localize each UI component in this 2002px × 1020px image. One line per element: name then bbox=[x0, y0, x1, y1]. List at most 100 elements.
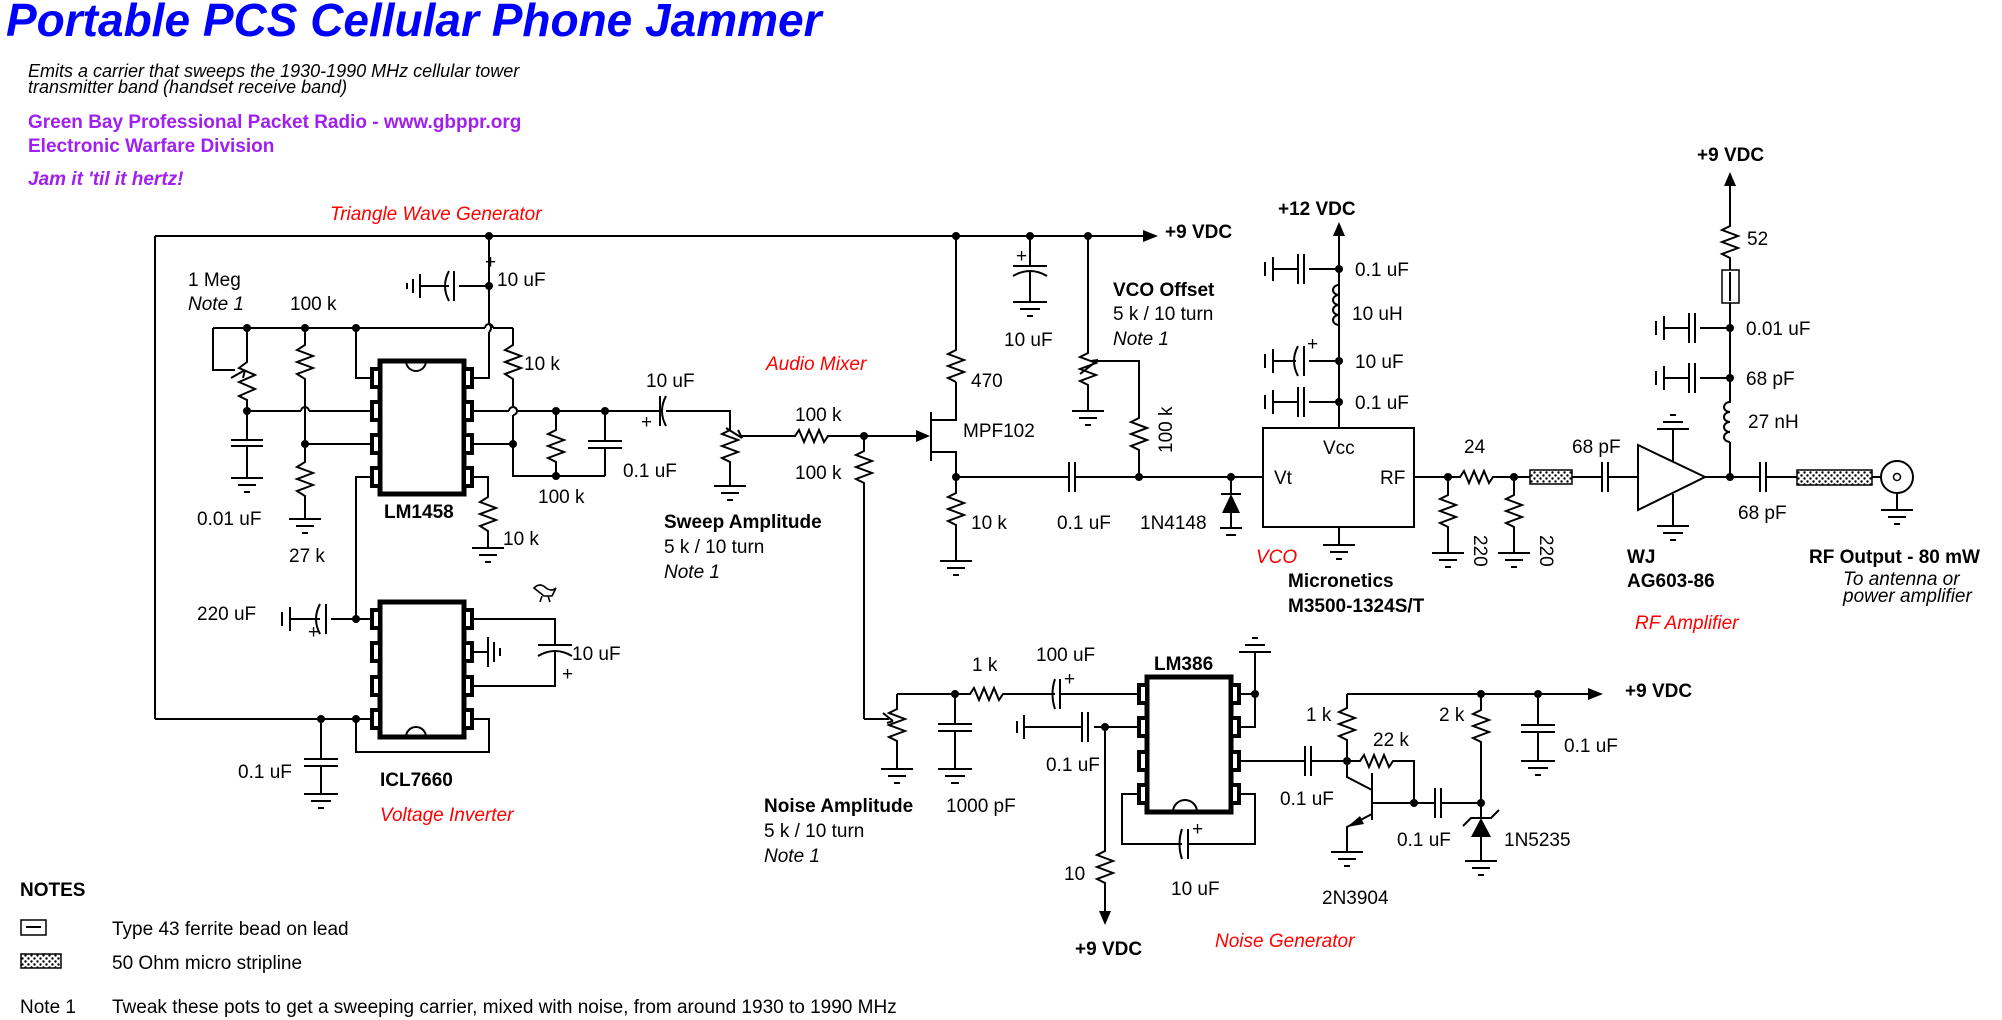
label-vco-l1: 10 uH bbox=[1352, 304, 1403, 325]
vco-offset-title: VCO Offset bbox=[1113, 280, 1215, 301]
supply-label-9v-lm386: +9 VDC bbox=[1075, 939, 1142, 960]
label-c-100uf: 100 uF bbox=[1036, 645, 1095, 666]
noise-amplitude-title: Noise Amplitude bbox=[764, 796, 913, 817]
supply-label-9v-top: +9 VDC bbox=[1165, 222, 1232, 243]
section-triangle-wave-generator: Triangle Wave Generator bbox=[330, 204, 542, 225]
diode-1n4148-label: 1N4148 bbox=[1140, 513, 1207, 534]
ic-lm386-label: LM386 bbox=[1154, 654, 1213, 675]
stripline-2 bbox=[1796, 469, 1873, 486]
note-ferrite-desc: Type 43 ferrite bead on lead bbox=[112, 919, 349, 940]
notes-heading: NOTES bbox=[20, 880, 85, 901]
vco-offset-note: Note 1 bbox=[1113, 329, 1169, 350]
svg-text:+: + bbox=[1064, 669, 1075, 690]
noise-generator: + + bbox=[864, 637, 1603, 925]
note-stripline-desc: 50 Ohm micro stripline bbox=[112, 953, 302, 974]
label-c-01uf-zener: 0.1 uF bbox=[1397, 830, 1451, 851]
slogan: Jam it 'til it hertz! bbox=[28, 169, 183, 190]
ic-icl7660-label: ICL7660 bbox=[380, 770, 453, 791]
division-name: Electronic Warfare Division bbox=[28, 136, 274, 157]
label-r-220-b: 220 bbox=[1535, 535, 1556, 567]
label-pot-1meg: 1 Meg bbox=[188, 270, 241, 291]
label-r-24: 24 bbox=[1464, 437, 1486, 458]
rail-9v-top bbox=[154, 230, 1158, 719]
label-c-001uf-bias: 0.01 uF bbox=[1746, 319, 1810, 340]
label-c-68pf-out: 68 pF bbox=[1738, 503, 1787, 524]
vco-offset-spec: 5 k / 10 turn bbox=[1113, 304, 1213, 325]
sweep-amplitude-spec: 5 k / 10 turn bbox=[664, 537, 764, 558]
supply-label-12v: +12 VDC bbox=[1278, 199, 1356, 220]
label-c-01uf-out: 0.1 uF bbox=[1057, 513, 1111, 534]
svg-text:+: + bbox=[1307, 334, 1318, 355]
ic-lm1458-label: LM1458 bbox=[384, 502, 454, 523]
label-r-100k-series: 100 k bbox=[795, 405, 842, 426]
label-pot-1meg-note: Note 1 bbox=[188, 294, 244, 315]
label-r-10k-source: 10 k bbox=[971, 513, 1007, 534]
rf-output-sub2: power amplifier bbox=[1842, 586, 1972, 607]
vco-pin-vt: Vt bbox=[1274, 468, 1293, 489]
label-r-22k: 22 k bbox=[1373, 730, 1409, 751]
section-noise-generator: Noise Generator bbox=[1215, 931, 1355, 952]
bird-doodle-icon bbox=[532, 584, 557, 603]
rf-output-title: RF Output - 80 mW bbox=[1809, 547, 1980, 568]
transistor-2n3904-label: 2N3904 bbox=[1322, 888, 1389, 909]
rf-amp-maker: WJ bbox=[1627, 547, 1656, 568]
rf-amplifier bbox=[1637, 172, 1914, 541]
supply-label-9v-noise: +9 VDC bbox=[1625, 681, 1692, 702]
stripline-legend-icon bbox=[20, 953, 62, 969]
section-audio-mixer: Audio Mixer bbox=[765, 354, 867, 375]
label-r-100k-bot: 100 k bbox=[538, 487, 585, 508]
vco-pin-rf: RF bbox=[1380, 468, 1405, 489]
label-vco-c2: 10 uF bbox=[1355, 352, 1404, 373]
label-r-27k: 27 k bbox=[289, 546, 325, 567]
label-c-10uf-couple: 10 uF bbox=[646, 371, 695, 392]
label-c-68pf-bias: 68 pF bbox=[1746, 369, 1795, 390]
label-c-68pf-in: 68 pF bbox=[1572, 437, 1621, 458]
rf-amp-part-number: AG603-86 bbox=[1627, 571, 1715, 592]
label-vco-c1: 0.1 uF bbox=[1355, 260, 1409, 281]
stripline-1 bbox=[1529, 469, 1573, 485]
label-c-10uf-pump: 10 uF bbox=[572, 644, 621, 665]
label-r-100k-offset: 100 k bbox=[1156, 406, 1177, 453]
vco-module: + bbox=[1262, 222, 1638, 568]
sweep-amplitude-title: Sweep Amplitude bbox=[664, 512, 822, 533]
label-r-10: 10 bbox=[1064, 864, 1085, 885]
section-rf-amplifier: RF Amplifier bbox=[1635, 613, 1739, 634]
section-voltage-inverter: Voltage Inverter bbox=[380, 805, 514, 826]
label-l-27nh: 27 nH bbox=[1748, 412, 1799, 433]
svg-text:+: + bbox=[308, 622, 319, 643]
sweep-amplitude-note: Note 1 bbox=[664, 562, 720, 583]
label-r-52: 52 bbox=[1747, 229, 1768, 250]
section-vco: VCO bbox=[1256, 547, 1297, 568]
label-r-2k: 2 k bbox=[1439, 705, 1465, 726]
label-r-10k-gnd: 10 k bbox=[503, 529, 539, 550]
label-r-100k-top: 100 k bbox=[290, 294, 337, 315]
label-r-470: 470 bbox=[971, 371, 1003, 392]
label-r-100k-shunt: 100 k bbox=[795, 463, 842, 484]
label-r-1k-noise: 1 k bbox=[972, 655, 998, 676]
label-c-220uf: 220 uF bbox=[197, 604, 256, 625]
page-title: Portable PCS Cellular Phone Jammer bbox=[6, 0, 824, 46]
label-c-01uf-lm386-in: 0.1 uF bbox=[1046, 755, 1100, 776]
label-c-001uf: 0.01 uF bbox=[197, 509, 261, 530]
label-c-01uf-rail: 0.1 uF bbox=[1564, 736, 1618, 757]
description-line-1: Emits a carrier that sweeps the 1930-199… bbox=[28, 61, 520, 81]
label-vco-c3: 0.1 uF bbox=[1355, 393, 1409, 414]
label-c-01uf-inv: 0.1 uF bbox=[238, 762, 292, 783]
svg-text:+: + bbox=[1016, 246, 1027, 267]
fet-mpf102-label: MPF102 bbox=[963, 421, 1035, 442]
label-r-220-a: 220 bbox=[1469, 535, 1490, 567]
note1-label: Note 1 bbox=[20, 997, 76, 1018]
svg-text:+: + bbox=[1192, 819, 1203, 840]
vco-maker: Micronetics bbox=[1288, 571, 1394, 592]
svg-text:+: + bbox=[562, 664, 573, 685]
zener-1n5235-label: 1N5235 bbox=[1504, 830, 1571, 851]
rf-output-sub1: To antenna or bbox=[1843, 569, 1960, 590]
label-c-01uf-lm386-out: 0.1 uF bbox=[1280, 789, 1334, 810]
label-c-1000pf: 1000 pF bbox=[946, 796, 1016, 817]
label-c-01uf: 0.1 uF bbox=[623, 461, 677, 482]
org-name: Green Bay Professional Packet Radio - ww… bbox=[28, 112, 521, 133]
noise-amplitude-spec: 5 k / 10 turn bbox=[764, 821, 864, 842]
label-r-1k-collector: 1 k bbox=[1306, 705, 1332, 726]
noise-amplitude-note: Note 1 bbox=[764, 846, 820, 867]
